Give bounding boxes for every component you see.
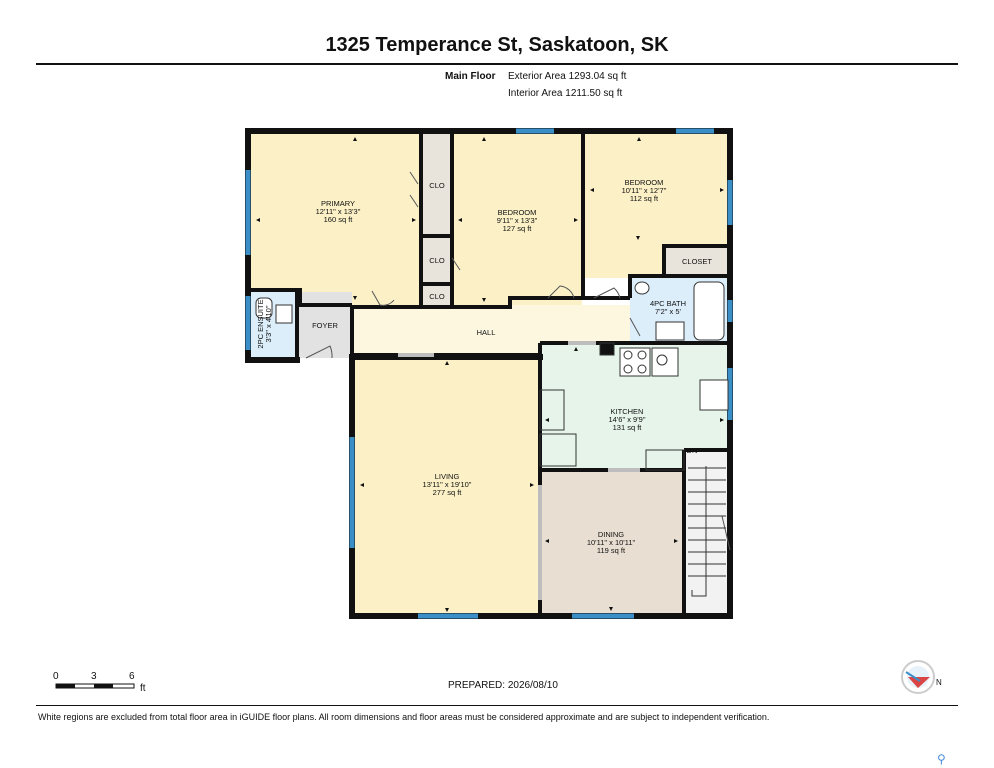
- footnote: White regions are excluded from total fl…: [38, 712, 770, 722]
- bedroom-mid-area: 127 sq ft: [503, 224, 533, 233]
- clo-3-label: CLO: [429, 292, 445, 301]
- doors: [305, 171, 731, 551]
- room-primary: [250, 133, 420, 305]
- title-divider: [36, 63, 958, 65]
- ensuite-label: 2PC ENSUITE: [256, 299, 265, 348]
- bath-dims: 7'2" x 5': [655, 307, 682, 316]
- primary-dims: 12'11" x 13'3": [316, 207, 361, 216]
- clo-2-label: CLO: [429, 256, 445, 265]
- foyer-label: FOYER: [312, 321, 338, 330]
- room-clo-1: [423, 133, 451, 235]
- bedroom-mid-dims: 9'11" x 13'3": [497, 216, 538, 225]
- living-label: LIVING: [435, 472, 460, 481]
- prepared-date: PREPARED: 2026/08/10: [448, 680, 558, 691]
- room-clo-2: [423, 237, 451, 283]
- scale-tick-3: 3: [91, 671, 97, 682]
- dining-label: DINING: [598, 530, 624, 539]
- bath-fixtures: [255, 281, 725, 341]
- scale-tick-6: 6: [129, 671, 135, 682]
- location-pin-icon: ⚲: [937, 752, 946, 766]
- room-stairs: [684, 450, 730, 614]
- kitchen-label: KITCHEN: [611, 407, 644, 416]
- dimension-arrows: [256, 137, 724, 612]
- room-closet: [666, 246, 728, 276]
- stairs-label: DN: [687, 446, 698, 455]
- closet-label: CLOSET: [682, 257, 712, 266]
- primary-label: PRIMARY: [321, 199, 355, 208]
- clo-1-label: CLO: [429, 181, 445, 190]
- room-living: [355, 357, 538, 615]
- kitchen-fixtures: [539, 342, 729, 471]
- scale-tick-0: 0: [53, 671, 59, 682]
- living-dims: 13'11" x 19'10": [423, 480, 472, 489]
- floor-name: Main Floor: [445, 71, 496, 82]
- hall-label: HALL: [477, 328, 496, 337]
- exterior-area: Exterior Area 1293.04 sq ft: [508, 71, 627, 82]
- room-dining: [540, 471, 682, 614]
- ensuite-dims: 3'3" x 4'10": [264, 305, 273, 342]
- bedroom-mid-label: BEDROOM: [498, 208, 537, 217]
- dining-dims: 10'11" x 10'11": [587, 538, 636, 547]
- dining-area: 119 sq ft: [597, 546, 626, 555]
- bedroom-right-label: BEDROOM: [625, 178, 664, 187]
- primary-area: 160 sq ft: [324, 215, 354, 224]
- page-title: 1325 Temperance St, Saskatoon, SK: [325, 34, 669, 56]
- room-bedroom-mid: [452, 133, 582, 305]
- bath-label: 4PC BATH: [650, 299, 686, 308]
- compass-label: N: [936, 678, 942, 687]
- kitchen-dims: 14'6" x 9'9": [609, 415, 646, 424]
- room-clo-3: [423, 285, 451, 307]
- bedroom-right-area: 112 sq ft: [630, 194, 659, 203]
- interior-area: Interior Area 1211.50 sq ft: [508, 88, 623, 99]
- scale-unit: ft: [140, 683, 146, 694]
- stairs: [688, 466, 726, 597]
- living-area: 277 sq ft: [433, 488, 463, 497]
- kitchen-area: 131 sq ft: [613, 423, 643, 432]
- windows: [245, 128, 733, 619]
- footer-divider: [36, 705, 958, 706]
- compass-icon: [901, 660, 935, 694]
- scale-bar: [55, 683, 135, 689]
- bedroom-right-dims: 10'11" x 12'7": [622, 186, 667, 195]
